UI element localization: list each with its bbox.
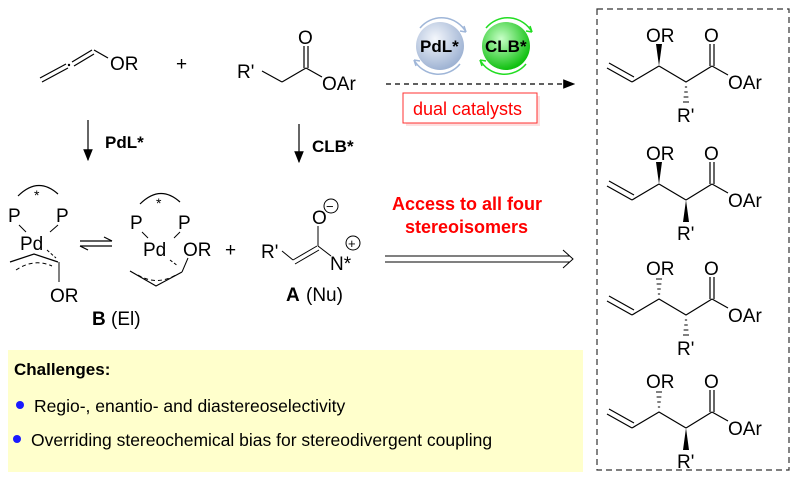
svg-text:O: O (312, 208, 327, 229)
svg-text:N*: N* (330, 254, 352, 275)
pd-allyl-complex-1: * P P Pd OR (8, 184, 79, 307)
pd-step-label: PdL* (105, 133, 144, 152)
product-r-group: R' (677, 339, 694, 360)
pd-allyl-complex-2: * P P Pd OR (129, 192, 212, 287)
r-wedge-bond (683, 200, 689, 222)
or-hash-bond (656, 391, 662, 413)
allene-center-dot (67, 63, 71, 67)
product-r-group: R' (677, 224, 694, 245)
r-wedge-bond (683, 428, 689, 450)
bullet-icon (13, 435, 21, 444)
allene-or: OR (110, 54, 139, 75)
pd-catalyst-icon: PdL* (413, 17, 467, 75)
plus-sign: + (176, 54, 187, 75)
ester-oar: OAr (322, 74, 356, 95)
a-label-role: (Nu) (306, 285, 343, 306)
svg-text:−: − (326, 199, 334, 214)
product-or: OR (646, 372, 675, 393)
svg-text:OR: OR (183, 240, 212, 261)
product-carbonyl-o: O (704, 26, 719, 47)
product-bonds (606, 162, 729, 201)
product-bonds (606, 277, 729, 316)
svg-text:Pd: Pd (20, 234, 43, 255)
svg-text:OR: OR (50, 286, 79, 307)
svg-text:P: P (178, 213, 191, 234)
or-hash-bond (656, 278, 662, 300)
access-text-line-1: Access to all four (392, 194, 542, 214)
ester-bonds (261, 46, 323, 83)
ester-carbonyl-o: O (298, 28, 313, 49)
or-wedge-bond (656, 44, 662, 66)
clb-catalyst-label: CLB* (485, 37, 527, 56)
challenge-item: Overriding stereochemical bias for stere… (13, 430, 492, 451)
a-label: A (286, 285, 300, 306)
equilibrium-arrows (79, 236, 113, 251)
product-oar: OAr (728, 419, 762, 440)
or-wedge-bond (656, 162, 662, 184)
dual-catalysts-box (402, 92, 538, 124)
b-label-role: (El) (111, 309, 141, 330)
svg-text:*: * (34, 187, 40, 203)
svg-text:*: * (156, 195, 162, 211)
product-carbonyl-o: O (704, 144, 719, 165)
bullet-icon (16, 401, 24, 410)
product-carbonyl-o: O (704, 259, 719, 280)
product-bonds (606, 390, 729, 429)
challenges-title: Challenges: (14, 360, 111, 379)
product-or: OR (646, 26, 675, 47)
product-r-group: R' (677, 452, 694, 473)
product-or: OR (646, 259, 675, 280)
svg-text:Pd: Pd (143, 240, 166, 261)
challenge-item: Regio-, enantio- and diastereoselectivit… (16, 396, 345, 417)
product-carbonyl-o: O (704, 372, 719, 393)
dual-catalysts-label: dual catalysts (413, 99, 522, 119)
r-hash-bond (683, 314, 689, 336)
product-or: OR (646, 144, 675, 165)
product-bonds (606, 44, 729, 83)
allene-structure (39, 49, 109, 83)
product-oar: OAr (728, 73, 762, 94)
svg-text:+: + (348, 236, 356, 251)
ester-r-group: R' (237, 62, 254, 83)
access-text-line-2: stereoisomers (405, 217, 528, 237)
product-oar: OAr (728, 191, 762, 212)
plus-sign-2: + (225, 240, 236, 261)
ammonium-enolate: R' O − N* + (261, 198, 361, 275)
svg-text:P: P (8, 206, 21, 227)
svg-text:R': R' (261, 242, 278, 263)
challenges-panel: Challenges: Regio-, enantio- and diaster… (8, 350, 583, 472)
products-box (596, 8, 790, 471)
svg-text:P: P (130, 213, 143, 234)
pd-catalyst-label: PdL* (420, 37, 459, 56)
product-oar: OAr (728, 306, 762, 327)
access-arrow (385, 249, 574, 269)
clb-catalyst-icon: CLB* (479, 17, 533, 75)
b-label: B (92, 309, 106, 330)
product-r-group: R' (677, 106, 694, 127)
clb-step-label: CLB* (312, 137, 354, 156)
svg-text:P: P (56, 206, 69, 227)
r-hash-bond (683, 81, 689, 103)
